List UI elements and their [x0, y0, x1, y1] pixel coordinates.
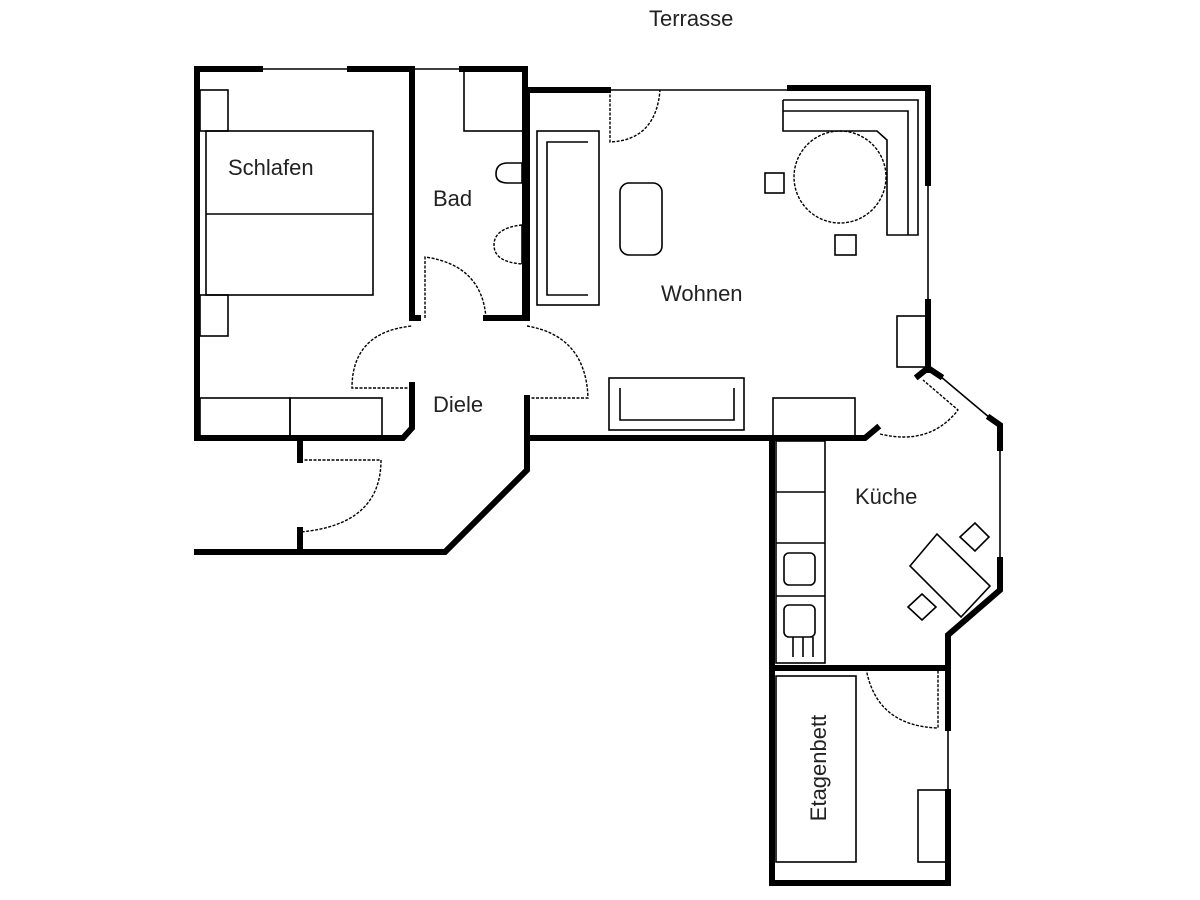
bathroom-fixtures	[463, 69, 525, 265]
room-label-kueche: Küche	[855, 484, 918, 509]
room-label-diele: Diele	[433, 392, 484, 417]
dresser	[917, 789, 947, 863]
kitchen-counter	[775, 440, 826, 664]
sofa-left	[536, 130, 600, 306]
entry-door-swing	[299, 459, 382, 533]
bedroom-walls	[194, 66, 421, 441]
coffee-table	[619, 182, 663, 256]
bathroom-door-swing	[424, 256, 487, 319]
kitchen-walls	[769, 364, 1003, 886]
living-door-swing	[526, 325, 589, 399]
corner-bench	[782, 99, 919, 236]
dining-table-kitchen	[906, 521, 992, 622]
hallway-walls	[194, 435, 530, 555]
room-label-wohnen: Wohnen	[661, 281, 743, 306]
side-cabinet	[896, 315, 928, 368]
kitchen-window	[939, 375, 991, 419]
nightstands	[199, 89, 229, 337]
stool	[764, 172, 785, 194]
room-label-schlafen: Schlafen	[228, 155, 314, 180]
stool	[834, 234, 857, 256]
bunk-bed-label: Etagenbett	[806, 714, 831, 822]
bedroom-door-swing	[351, 325, 413, 389]
wardrobe	[199, 397, 383, 437]
living-walls	[524, 85, 931, 441]
room-label-bad: Bad	[433, 186, 473, 211]
double-bed	[205, 130, 374, 296]
kitchen-door-swing	[879, 379, 959, 438]
terrace-label: Terrasse	[649, 6, 734, 31]
bunk-room-door-swing	[865, 667, 939, 729]
round-table	[793, 130, 887, 224]
bunk-bed	[775, 675, 857, 863]
sideboard	[608, 377, 745, 431]
tv-cabinet	[772, 397, 856, 439]
terrace-door-swing	[609, 89, 661, 143]
